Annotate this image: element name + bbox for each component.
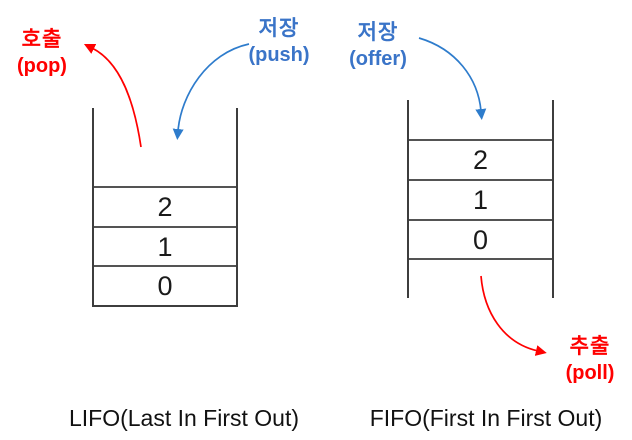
stack-cell-dividers bbox=[93, 186, 237, 267]
offer-arrow bbox=[418, 37, 487, 120]
queue-cell-value: 2 bbox=[472, 145, 489, 175]
lifo-caption: LIFO(Last In First Out) bbox=[68, 405, 300, 431]
queue-cell-value: 1 bbox=[472, 185, 489, 215]
push-label-korean: 저장 bbox=[258, 17, 300, 40]
pop-label-english: (pop) bbox=[17, 55, 67, 77]
push-arrow bbox=[172, 43, 250, 140]
queue-cell-dividers bbox=[408, 139, 553, 260]
stack-container-outline bbox=[92, 108, 238, 307]
poll-label-english: (poll) bbox=[565, 362, 615, 384]
pop-label-korean: 호출 bbox=[21, 28, 63, 51]
poll-arrow bbox=[480, 275, 547, 356]
push-label: 저장 (push) bbox=[243, 15, 315, 69]
pop-label: 호출 (pop) bbox=[6, 26, 78, 80]
queue-container-outline bbox=[407, 100, 554, 298]
poll-label-korean: 추출 bbox=[569, 335, 611, 358]
stack-cell-value: 2 bbox=[157, 192, 173, 222]
queue-cell-value: 0 bbox=[472, 225, 489, 255]
offer-label-korean: 저장 bbox=[357, 21, 399, 44]
push-label-english: (push) bbox=[248, 44, 310, 66]
pop-arrow bbox=[83, 43, 142, 148]
fifo-caption: FIFO(First In First Out) bbox=[369, 405, 603, 431]
offer-label-english: (offer) bbox=[349, 48, 407, 70]
offer-label: 저장 (offer) bbox=[342, 19, 414, 73]
stack-cell-value: 0 bbox=[157, 271, 173, 301]
poll-label: 추출 (poll) bbox=[554, 333, 626, 387]
stack-cell-value: 1 bbox=[157, 232, 173, 262]
